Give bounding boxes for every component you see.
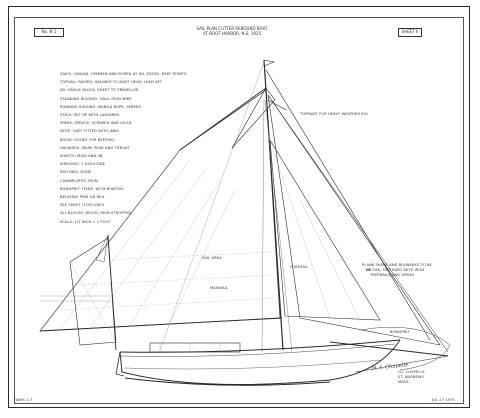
title-line-2: AT BOOT HARBOR, N.S. 1925 <box>202 31 262 36</box>
sail-area-annotation: SAIL AREA <box>202 256 222 260</box>
mainsail-outline <box>39 89 281 332</box>
footer-left-code: HAMS 1-7 <box>14 398 33 402</box>
hull-profile <box>119 339 401 385</box>
spec-note-line: SAILS: CANVAS, HEMMED AND ROPED AT ALL E… <box>60 72 187 76</box>
jib-outline <box>267 94 441 346</box>
topmast-annotation: TOPMAST FOR HEAVY WEATHER RIG <box>300 112 368 116</box>
shroud-1 <box>261 99 265 353</box>
rudder <box>115 351 125 377</box>
signature-line-2: ST. ANDREWS <box>398 375 424 379</box>
sheet-number-text: No. N 1 <box>41 29 57 34</box>
main-annotation: MAINSAIL <box>210 286 228 290</box>
spec-note-line: HALYARDS: MAIN, PEAK AND THROAT <box>60 145 130 150</box>
spec-note-line: JIB: SINGLE BLOCK, SHEET TO TRAVELLER <box>60 88 139 93</box>
spec-note-line: RATLINES: NONE <box>60 170 92 175</box>
spec-note-line: SCALE: 1/2 INCH = 1 FOOT <box>60 219 111 224</box>
spec-note-line: NOTE: GAFF FITTED WITH JAWS <box>60 129 119 134</box>
spec-note-line: CHAINPLATES: IRON <box>60 178 98 183</box>
keel <box>124 377 331 386</box>
hull-waterline <box>123 359 383 370</box>
jib-annotation: JIB <box>366 268 371 272</box>
drawing-border <box>14 17 464 404</box>
forestay <box>265 69 431 341</box>
title-line-1: SAIL PLAN CUTTER REBOUND BOAT <box>196 26 268 31</box>
sheet-number-box: No. N 1 <box>34 28 64 37</box>
spec-note-line: BOWSPRIT: FIXED, WITH BOBSTAY <box>60 186 124 191</box>
spec-note-line: SHROUDS: 2 EACH SIDE <box>60 162 106 167</box>
bow-note-line-2: OF OAK, FASTENED WITH IRON <box>366 268 425 272</box>
topsail-outline <box>231 87 276 149</box>
bow-annotation-curve <box>359 326 451 371</box>
foresail-outline <box>269 139 381 321</box>
jib-stay <box>267 94 449 353</box>
shroud-2 <box>264 99 293 353</box>
signature-line-3: MASS. <box>398 380 410 384</box>
signature-line-1: H.I. CHAPELLE <box>398 370 425 374</box>
bowsprit-annotation: BOWSPRIT <box>390 330 410 334</box>
deckhouse <box>149 342 241 353</box>
footer-right-stamp: JUL 27 1975 <box>432 398 455 402</box>
backstay <box>159 61 265 351</box>
spec-note-line: TOPSAIL: RAISED, HALYARD TO MAST HEAD, L… <box>60 80 163 85</box>
bobstay <box>355 355 449 373</box>
title-block: SAIL PLAN CUTTER REBOUND BOAT AT BOOT HA… <box>186 26 278 44</box>
topmast-line <box>267 99 287 111</box>
mizzen-sail <box>69 237 117 346</box>
spec-note-line: STAYS: SET UP WITH LANYARDS <box>60 113 120 117</box>
masthead-pennant <box>263 59 276 67</box>
sheet-label-text: SHEET II <box>401 29 419 34</box>
spec-note-line: BELAYING PINS ON RAIL <box>60 195 105 199</box>
spec-note-line: STANDING RIGGING: GALV. IRON WIRE <box>60 96 132 101</box>
foresail-annotation: FORESAIL <box>290 265 309 269</box>
spec-note-line: ALL BLOCKS: WOOD, IRON STROPPED <box>60 211 132 216</box>
bow-note-line-1: PLANK SHEER AND BULWARKS TO BE <box>362 263 432 267</box>
sheet-label-box: SHEET II <box>398 28 422 37</box>
mizzen-topsail <box>95 234 109 263</box>
spec-note-line: SEE SHEET I FOR LINES <box>60 203 104 208</box>
spec-note-line: BOOM: HOOKS FOR REEFING <box>60 137 115 142</box>
spec-note-line: SPARS: SPRUCE, SCRAPED AND OILED <box>60 121 132 126</box>
spec-note-line: SHEETS: MAIN AND JIB <box>60 154 103 158</box>
spec-note-line: RUNNING RIGGING: MANILA ROPE, TARRED <box>60 104 142 109</box>
hull-bulwark <box>119 343 396 357</box>
hull-sheer <box>119 339 401 353</box>
